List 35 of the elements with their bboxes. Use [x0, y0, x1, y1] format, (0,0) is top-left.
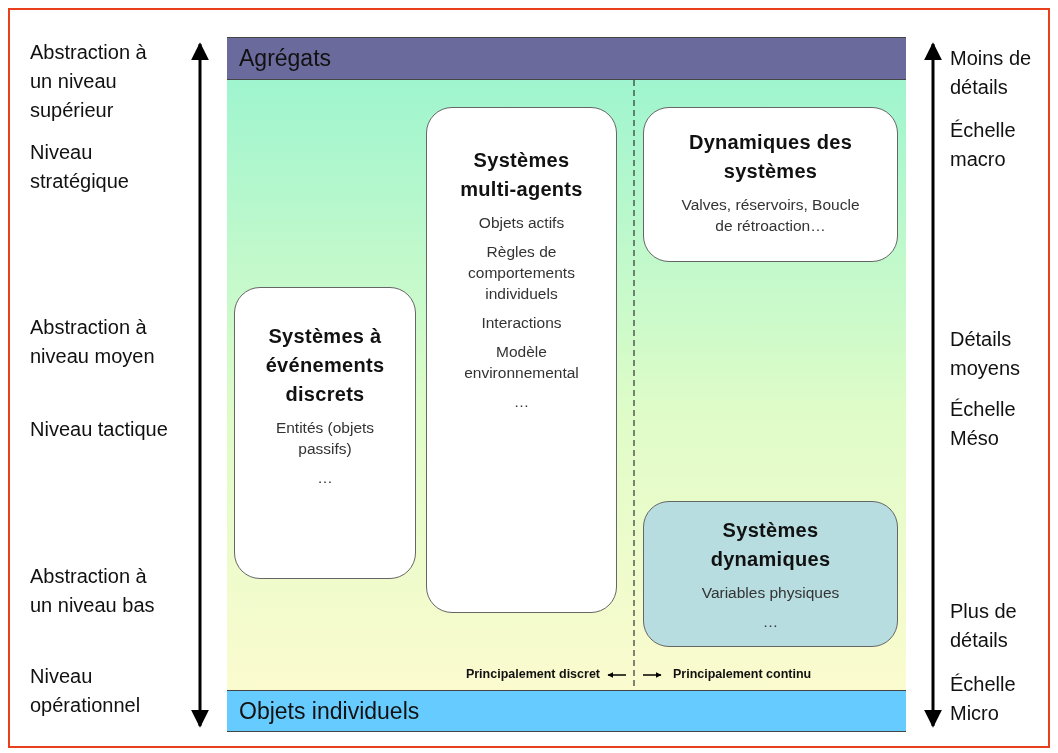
box-text: … [513, 392, 530, 412]
box-title: Systèmes multi-agents [459, 148, 584, 202]
axis-label: Abstraction à un niveau supérieur [30, 40, 148, 123]
top-band [227, 37, 906, 80]
axis-label: Principalement continu [673, 667, 812, 681]
axis-label: Échelle Méso [950, 397, 1017, 451]
box-text: Règles de comportements individuels [467, 242, 576, 304]
box-title: Dynamiques des systèmes [687, 130, 854, 184]
box-text: Variables physiques [701, 583, 840, 603]
axis-label: Niveau stratégique [30, 140, 130, 194]
box-text: … [317, 468, 333, 488]
axis-label: Échelle macro [950, 118, 1017, 172]
box-text: Interactions [481, 313, 562, 333]
axis-label: Abstraction à un niveau bas [30, 564, 156, 618]
box-text: Modèle environnemental [463, 342, 580, 383]
bottom-band [227, 690, 906, 732]
category-box [643, 501, 898, 647]
box-title: Systèmes à événements discrets [264, 324, 386, 407]
axis-label: Abstraction à niveau moyen [30, 315, 156, 369]
band-title: Objets individuels [239, 697, 420, 725]
axis-label: Échelle Micro [950, 672, 1017, 726]
box-title: Systèmes dynamiques [709, 518, 832, 572]
box-text: … [762, 612, 779, 632]
axis-label: Plus de détails [950, 599, 1018, 653]
category-box [643, 107, 898, 262]
box-text: Valves, réservoirs, Boucle de rétroaction… [680, 195, 861, 236]
axis-label: Détails moyens [950, 327, 1022, 381]
category-box [426, 107, 617, 613]
axis-label: Niveau opérationnel [30, 664, 142, 718]
band-title: Agrégats [239, 45, 332, 72]
box-text: Entités (objets passifs) [274, 418, 376, 459]
axis-label: Moins de détails [950, 46, 1033, 100]
category-box [234, 287, 416, 579]
box-text: Objets actifs [478, 213, 565, 233]
axis-label: Niveau tactique [30, 417, 169, 442]
